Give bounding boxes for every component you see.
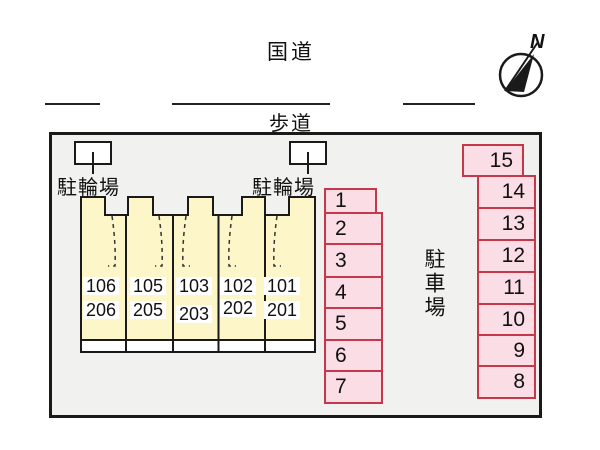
parking-space-number: 5 (335, 312, 347, 335)
sidewalk-line-segment (45, 103, 100, 105)
parking-space-number: 15 (489, 148, 513, 172)
bicycle-parking-post (92, 152, 94, 174)
parking-space-number: 6 (335, 343, 347, 367)
compass-north-label: N (530, 31, 545, 53)
parking-space-number: 2 (335, 216, 347, 240)
parking-space-6: 6 (324, 339, 383, 372)
parking-space-number: 8 (513, 370, 525, 393)
parking-space-number: 3 (335, 248, 347, 272)
room-label: 201 (263, 301, 301, 319)
bicycle-parking-label-left: 駐輪場 (57, 177, 120, 199)
sidewalk-line-segment (403, 103, 475, 105)
parking-space-1: 1 (324, 188, 377, 214)
sidewalk-label: 歩道 (269, 113, 313, 135)
parking-space-number: 11 (503, 276, 525, 299)
parking-space-number: 7 (335, 375, 347, 398)
parking-space-number: 4 (335, 280, 347, 304)
parking-space-4: 4 (324, 276, 383, 309)
parking-space-3: 3 (324, 243, 383, 278)
parking-space-11: 11 (477, 271, 536, 305)
parking-space-number: 14 (501, 180, 525, 203)
bicycle-parking-post (307, 152, 309, 174)
room-label: 206 (82, 301, 120, 319)
parking-space-10: 10 (477, 303, 536, 336)
parking-space-number: 13 (501, 212, 525, 235)
parking-space-number: 1 (335, 189, 347, 212)
parking-space-9: 9 (477, 334, 536, 367)
parking-space-13: 13 (477, 207, 536, 241)
room-label: 101 (263, 277, 301, 295)
bicycle-parking-label-right: 駐輪場 (252, 177, 315, 199)
room-label: 102 (219, 277, 257, 295)
room-label: 203 (175, 305, 213, 323)
room-label: 106 (82, 277, 120, 295)
parking-space-14: 14 (477, 175, 536, 209)
room-label: 205 (129, 301, 167, 319)
parking-space-12: 12 (477, 239, 536, 273)
parking-space-8: 8 (477, 365, 536, 399)
parking-space-number: 12 (501, 244, 525, 267)
room-label: 202 (219, 299, 257, 317)
room-label: 103 (175, 277, 213, 295)
parking-lot-label: 駐車場 (422, 248, 445, 320)
sidewalk-line-segment (172, 103, 330, 105)
parking-space-number: 10 (501, 307, 525, 331)
road-label: 国道 (267, 41, 315, 64)
parking-space-15: 15 (462, 144, 524, 177)
parking-space-2: 2 (324, 212, 383, 245)
parking-space-5: 5 (324, 307, 383, 341)
parking-space-number: 9 (513, 338, 525, 362)
parking-space-7: 7 (324, 370, 383, 404)
room-label: 105 (129, 277, 167, 295)
